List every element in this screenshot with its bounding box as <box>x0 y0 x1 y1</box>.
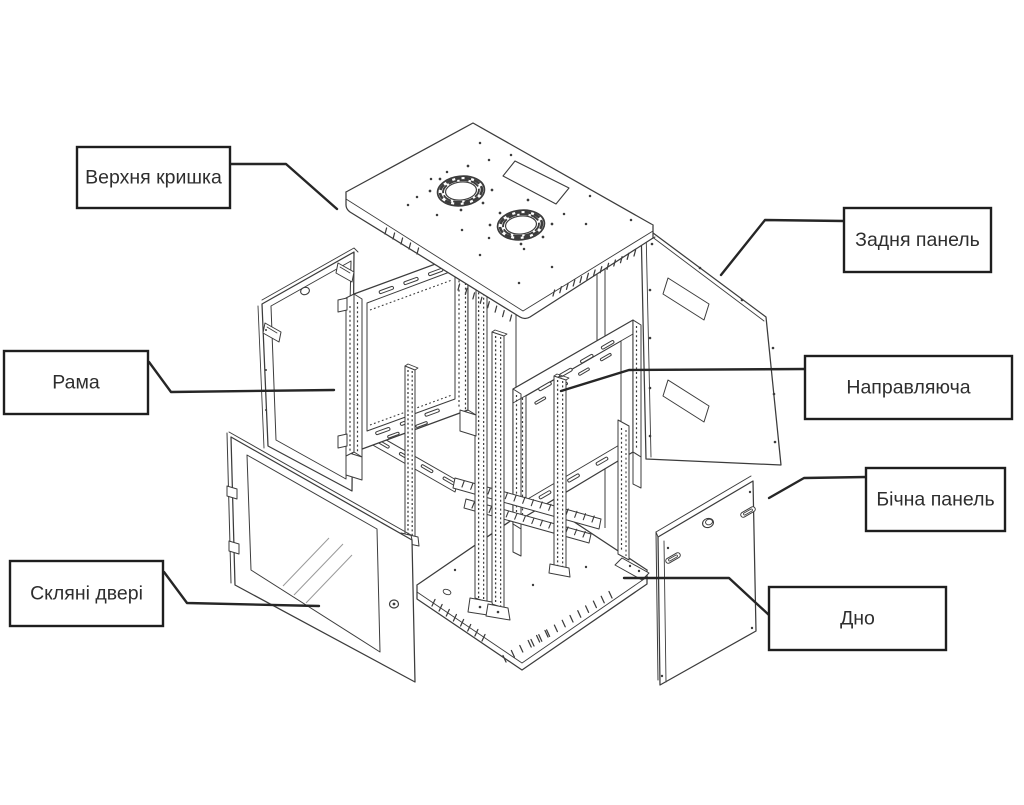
svg-text:Рама: Рама <box>52 372 100 394</box>
svg-text:Верхня кришка: Верхня кришка <box>85 167 222 189</box>
svg-text:Задня панель: Задня панель <box>855 229 980 251</box>
svg-text:Дно: Дно <box>840 608 875 630</box>
svg-text:Бічна панель: Бічна панель <box>876 489 994 511</box>
svg-text:Направляюча: Направляюча <box>846 377 970 399</box>
svg-text:Скляні двері: Скляні двері <box>30 583 143 605</box>
